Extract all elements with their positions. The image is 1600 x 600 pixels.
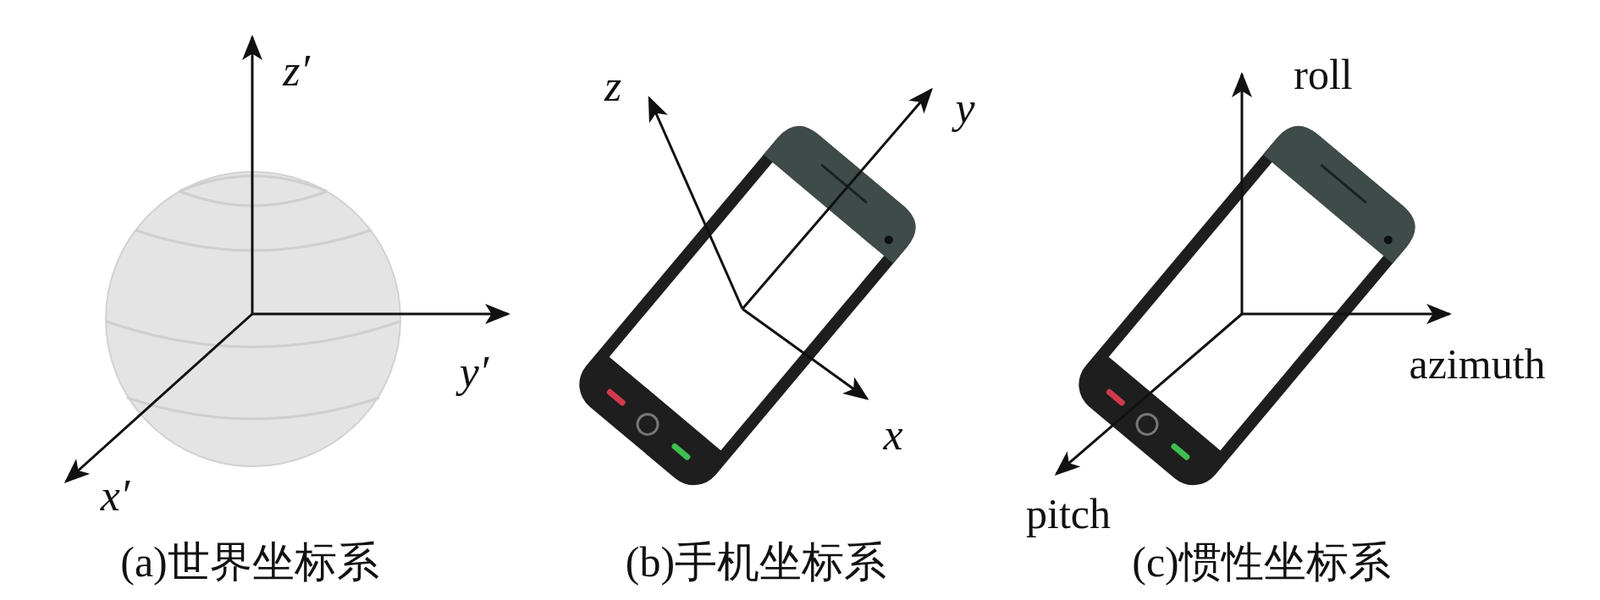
axis-label: x′ — [100, 474, 130, 519]
world-axes — [66, 37, 508, 482]
axis-label: z — [604, 64, 622, 109]
panel-caption: (c)惯性坐标系 — [1131, 540, 1391, 584]
axis-label: y′ — [459, 350, 489, 395]
axis-label: y — [954, 86, 975, 131]
phone — [567, 115, 926, 497]
inertial-axes — [1056, 74, 1450, 475]
panel-caption: (a)世界坐标系 — [120, 540, 380, 584]
phone — [1066, 115, 1425, 497]
panel-caption: (b)手机坐标系 — [625, 540, 887, 584]
axis-label: roll — [1293, 53, 1352, 96]
axis-label: z′ — [282, 49, 310, 94]
axis-label: azimuth — [1408, 342, 1545, 386]
axis-label: x — [882, 413, 903, 458]
phone-axes — [649, 89, 932, 399]
axis-label: pitch — [1026, 492, 1111, 536]
